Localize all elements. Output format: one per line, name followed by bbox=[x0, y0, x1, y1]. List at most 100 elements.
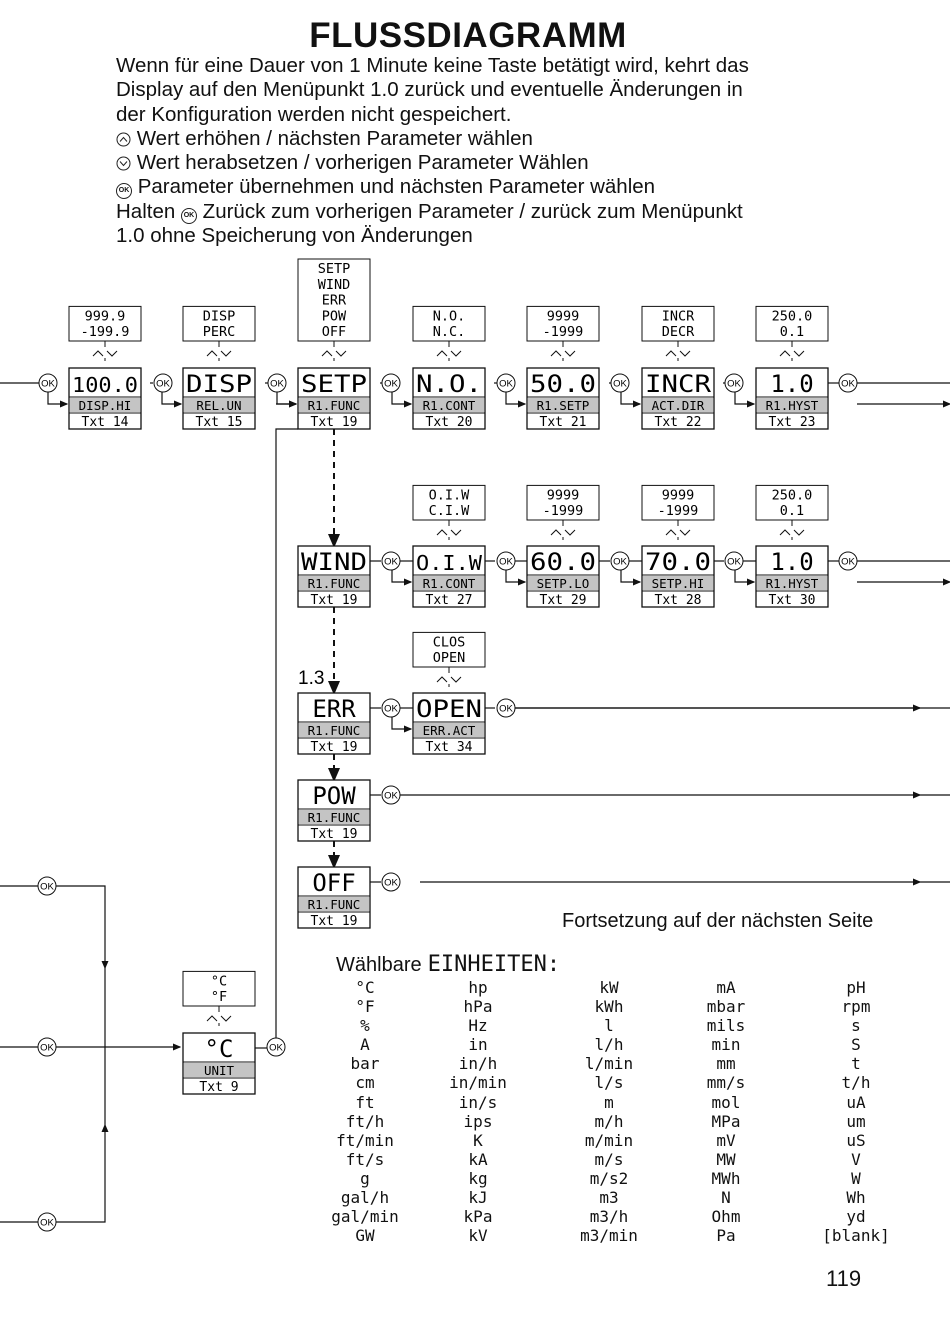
unit-item: s bbox=[851, 1016, 861, 1036]
option-value: °C bbox=[211, 973, 227, 989]
param-txt: Txt 19 bbox=[311, 740, 358, 755]
param-txt: Txt 19 bbox=[311, 914, 358, 929]
param-label-bg bbox=[643, 398, 713, 412]
param-label-bg bbox=[757, 576, 827, 590]
param-label-bg bbox=[299, 576, 369, 590]
up-down-icon bbox=[550, 341, 576, 361]
unit-item: m/s2 bbox=[589, 1168, 629, 1188]
unit-item: mm/s bbox=[706, 1073, 746, 1093]
unit-item: % bbox=[360, 1016, 370, 1036]
unit-item: rpm bbox=[841, 997, 871, 1017]
param-label-bg bbox=[70, 398, 140, 412]
ok-label: OK bbox=[270, 379, 284, 390]
param-value: °C bbox=[205, 1035, 234, 1063]
option-value: O.I.W bbox=[429, 487, 471, 503]
option-value: N.O. bbox=[433, 308, 466, 324]
param-value: SETP bbox=[301, 370, 367, 398]
ok-label: OK bbox=[384, 791, 398, 802]
unit-item: m3 bbox=[599, 1188, 619, 1208]
ok-button-icon: OK bbox=[724, 551, 744, 571]
unit-item: GW bbox=[355, 1226, 375, 1246]
option-value: SETP bbox=[318, 261, 351, 277]
unit-item: uS bbox=[846, 1130, 866, 1150]
unit-item: in/h bbox=[458, 1054, 498, 1074]
up-down-icon bbox=[92, 341, 118, 361]
down-key-icon bbox=[116, 156, 131, 171]
option-value: 9999 bbox=[547, 308, 580, 324]
intro-line: der Konfiguration werden nicht gespeiche… bbox=[116, 102, 512, 126]
param-txt: Txt 21 bbox=[540, 415, 587, 430]
up-down-icon bbox=[550, 520, 576, 540]
intro-line: Display auf den Menüpunkt 1.0 zurück und… bbox=[116, 78, 743, 102]
unit-item: MWh bbox=[711, 1168, 741, 1188]
option-value: 9999 bbox=[547, 487, 580, 503]
option-value: WIND bbox=[318, 277, 351, 293]
ok-label: OK bbox=[613, 379, 627, 390]
intro-text: Wenn für eine Dauer von 1 Minute keine T… bbox=[116, 54, 836, 248]
unit-item: t/h bbox=[841, 1073, 871, 1093]
param-label-bg bbox=[414, 576, 484, 590]
legend-up: Wert erhöhen / nächsten Parameter wählen bbox=[116, 127, 836, 151]
param-label-bg bbox=[299, 897, 369, 911]
option-value: CLOS bbox=[433, 634, 466, 650]
legend-down-text: Wert herabsetzen / vorherigen Parameter … bbox=[136, 151, 589, 175]
options-box-r1-hyst: 250.00.1 bbox=[755, 305, 829, 342]
unit-item: Wh bbox=[846, 1188, 866, 1208]
unit-item: in/s bbox=[458, 1092, 498, 1112]
ok-button-icon: OK bbox=[838, 373, 858, 393]
unit-item: gal/h bbox=[340, 1188, 390, 1208]
param-value: 70.0 bbox=[645, 548, 711, 576]
unit-item: kA bbox=[468, 1149, 488, 1169]
param-txt: Txt 19 bbox=[311, 593, 358, 608]
param-txt: Txt 19 bbox=[311, 415, 358, 430]
param-label: R1.HYST bbox=[766, 576, 819, 591]
ok-button-icon: OK bbox=[381, 872, 401, 892]
param-label: R1.FUNC bbox=[308, 723, 361, 738]
unit-item: l bbox=[604, 1016, 614, 1036]
ok-button-icon: OK bbox=[266, 1037, 286, 1057]
unit-item: ft/h bbox=[345, 1111, 385, 1131]
ok-label: OK bbox=[269, 1043, 283, 1054]
param-value: 60.0 bbox=[530, 548, 596, 576]
up-down-icon bbox=[779, 520, 805, 540]
ok-label: OK bbox=[40, 1218, 54, 1229]
ok-key-icon: OK bbox=[116, 183, 132, 200]
param-label: R1.FUNC bbox=[308, 576, 361, 591]
option-value: -1999 bbox=[543, 324, 584, 340]
param-label: ERR.ACT bbox=[423, 723, 476, 738]
param-value: 50.0 bbox=[530, 370, 596, 398]
option-value: PERC bbox=[203, 324, 236, 340]
ok-button-icon: OK bbox=[381, 698, 401, 718]
unit-item: g bbox=[360, 1168, 370, 1188]
intro-line: Wenn für eine Dauer von 1 Minute keine T… bbox=[116, 54, 749, 77]
ok-label: OK bbox=[499, 557, 513, 568]
unit-item: yd bbox=[846, 1207, 866, 1227]
legend-hold-text: Zurück zum vorherigen Parameter / zurück… bbox=[202, 199, 743, 223]
unit-item: W bbox=[851, 1168, 861, 1188]
up-down-icon bbox=[665, 341, 691, 361]
menu-point-label: 1.3 bbox=[298, 668, 324, 689]
option-value: -1999 bbox=[543, 503, 584, 519]
ok-button-icon: OK bbox=[496, 373, 516, 393]
param-label: R1.HYST bbox=[766, 398, 819, 413]
unit-item: min bbox=[711, 1035, 741, 1055]
unit-item: V bbox=[851, 1149, 861, 1169]
unit-item: MPa bbox=[711, 1111, 741, 1131]
option-value: INCR bbox=[662, 308, 695, 324]
param-txt: Txt 29 bbox=[540, 593, 587, 608]
ok-label: OK bbox=[499, 704, 513, 715]
unit-item: kV bbox=[468, 1226, 488, 1246]
option-value: 9999 bbox=[662, 487, 695, 503]
ok-button-icon: OK bbox=[838, 551, 858, 571]
ok-label: OK bbox=[384, 704, 398, 715]
options-box-r1-cont: N.O.N.C. bbox=[412, 305, 486, 342]
